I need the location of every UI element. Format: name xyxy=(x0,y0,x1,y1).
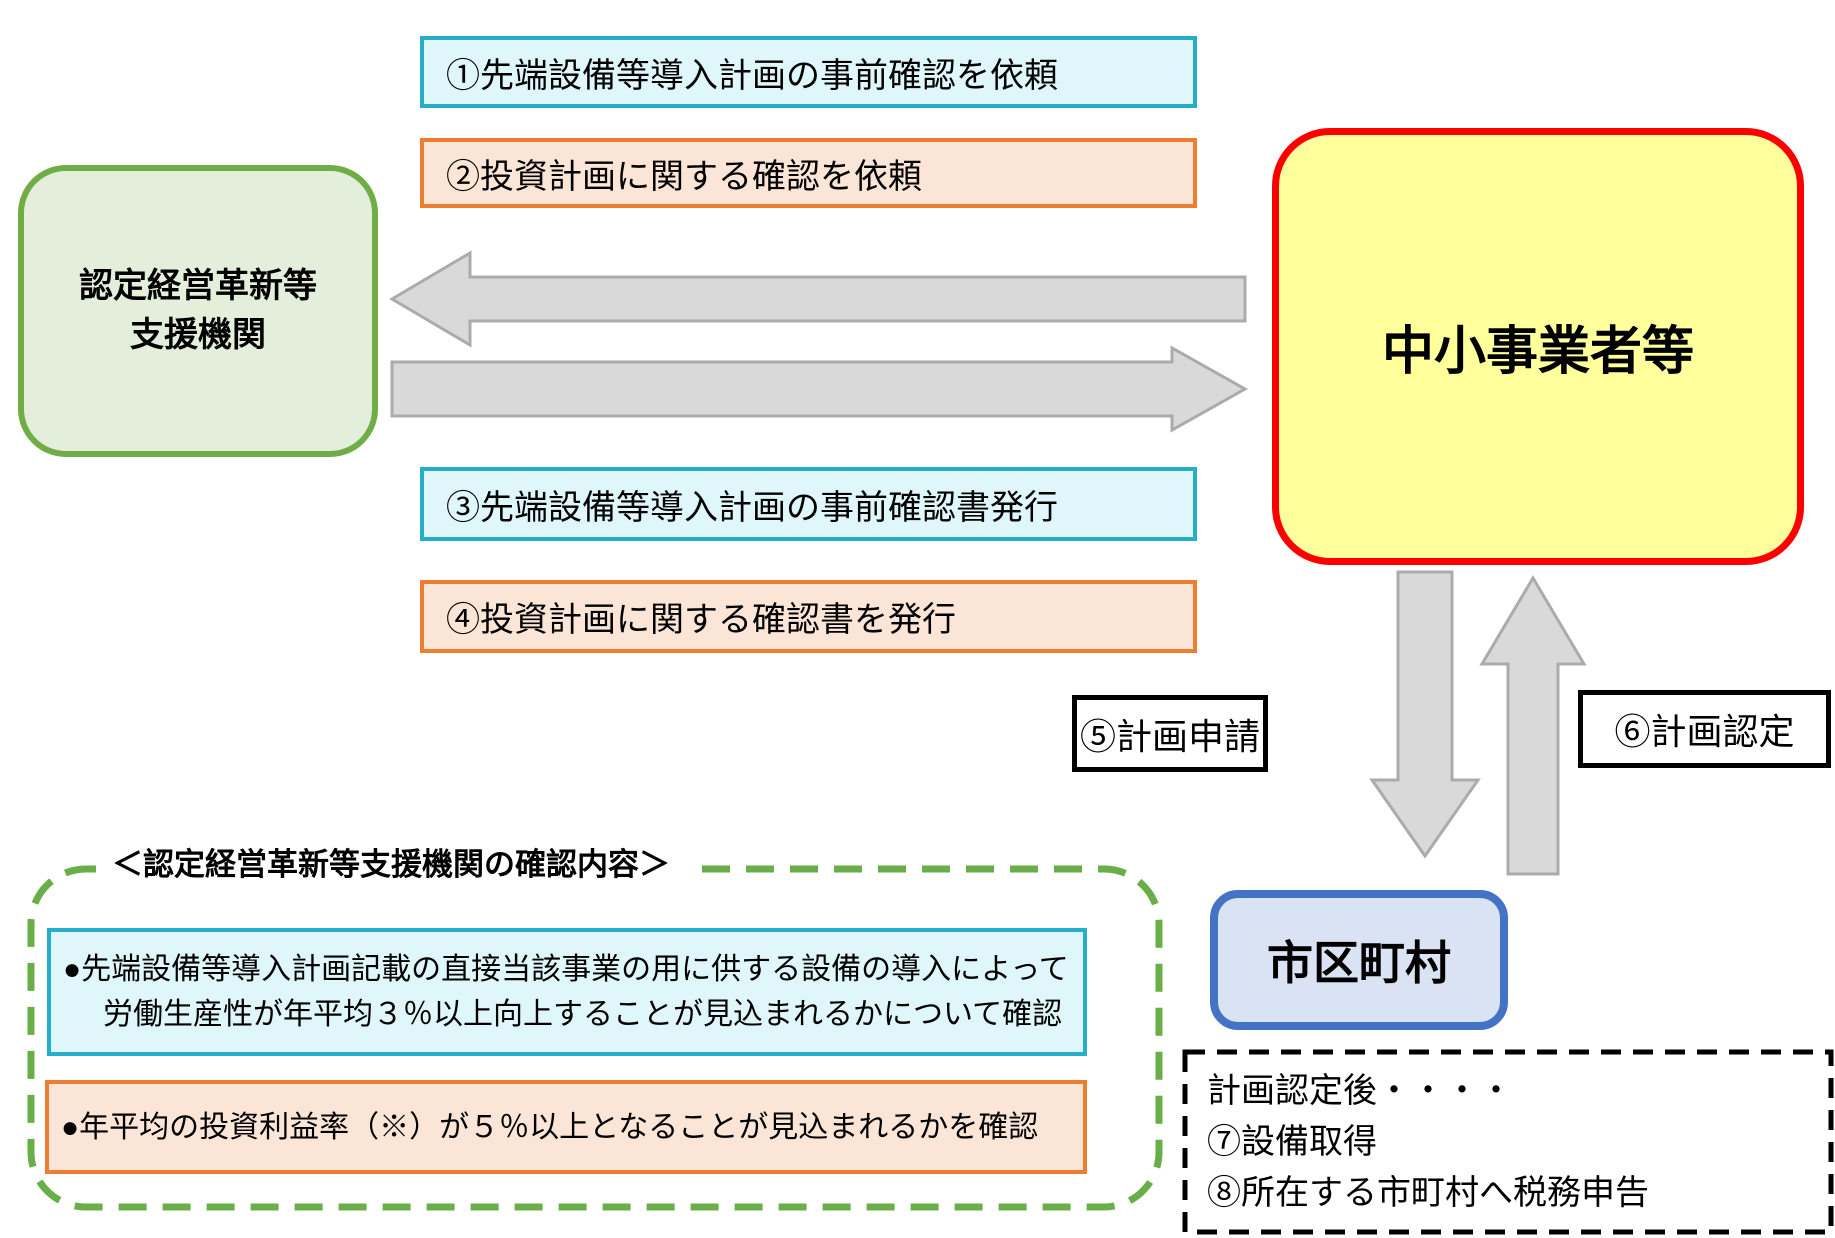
support-organization-label-line2: 支援機関 xyxy=(130,316,266,354)
node-sme: 中小事業者等 xyxy=(1272,128,1804,565)
label-step6-plan-certification: ⑥計画認定 xyxy=(1578,690,1831,768)
post-certification-line1: 計画認定後・・・・ xyxy=(1207,1071,1513,1110)
label-step3-precheck-certificate-issue: ③先端設備等導入計画の事前確認書発行 xyxy=(420,467,1197,541)
post-certification-line2-equipment: ⑦設備取得 xyxy=(1207,1122,1377,1161)
confirmation-item-roi: ●年平均の投資利益率（※）が５％以上となることが見込まれるかを確認 xyxy=(45,1080,1087,1174)
arrow-support-to-sme-icon xyxy=(390,345,1249,433)
label-step5-plan-application: ⑤計画申請 xyxy=(1072,695,1268,772)
node-municipality: 市区町村 xyxy=(1210,890,1508,1030)
label-step4-investment-certificate-issue: ④投資計画に関する確認書を発行 xyxy=(420,580,1197,653)
node-support-organization: 認定経営革新等 支援機関 xyxy=(18,165,378,457)
post-certification-note: 計画認定後・・・・ ⑦設備取得 ⑧所在する市町村へ税務申告 xyxy=(1185,1052,1831,1232)
arrow-sme-to-municipality-icon xyxy=(1369,570,1481,859)
municipality-label: 市区町村 xyxy=(1267,937,1451,989)
arrow-sme-to-support-icon xyxy=(389,250,1247,348)
arrow-municipality-to-sme-icon xyxy=(1479,575,1587,876)
confirmation-item-productivity-line2: 労働生産性が年平均３％以上向上することが見込まれるかについて確認 xyxy=(103,998,1063,1031)
label-step1-precheck-request: ①先端設備等導入計画の事前確認を依頼 xyxy=(420,36,1197,108)
post-certification-border xyxy=(1182,1049,1834,1235)
confirmation-item-productivity-line1: ●先端設備等導入計画記載の直接当該事業の用に供する設備の導入によって xyxy=(63,953,1069,986)
sme-label: 中小事業者等 xyxy=(1381,323,1694,381)
label-step2-investment-check-request: ②投資計画に関する確認を依頼 xyxy=(420,138,1197,208)
support-organization-label-line1: 認定経営革新等 xyxy=(79,266,317,305)
confirmation-panel-title: ＜認定経営革新等支援機関の確認内容＞ xyxy=(96,843,686,887)
support-organization-label: 認定経営革新等 支援機関 xyxy=(79,262,317,361)
post-certification-line3-tax-filing: ⑧所在する市町村へ税務申告 xyxy=(1207,1173,1649,1212)
confirmation-item-productivity: ●先端設備等導入計画記載の直接当該事業の用に供する設備の導入によって 労働生産性… xyxy=(47,928,1087,1056)
confirmation-item-roi-text: ●年平均の投資利益率（※）が５％以上となることが見込まれるかを確認 xyxy=(61,1110,1039,1144)
